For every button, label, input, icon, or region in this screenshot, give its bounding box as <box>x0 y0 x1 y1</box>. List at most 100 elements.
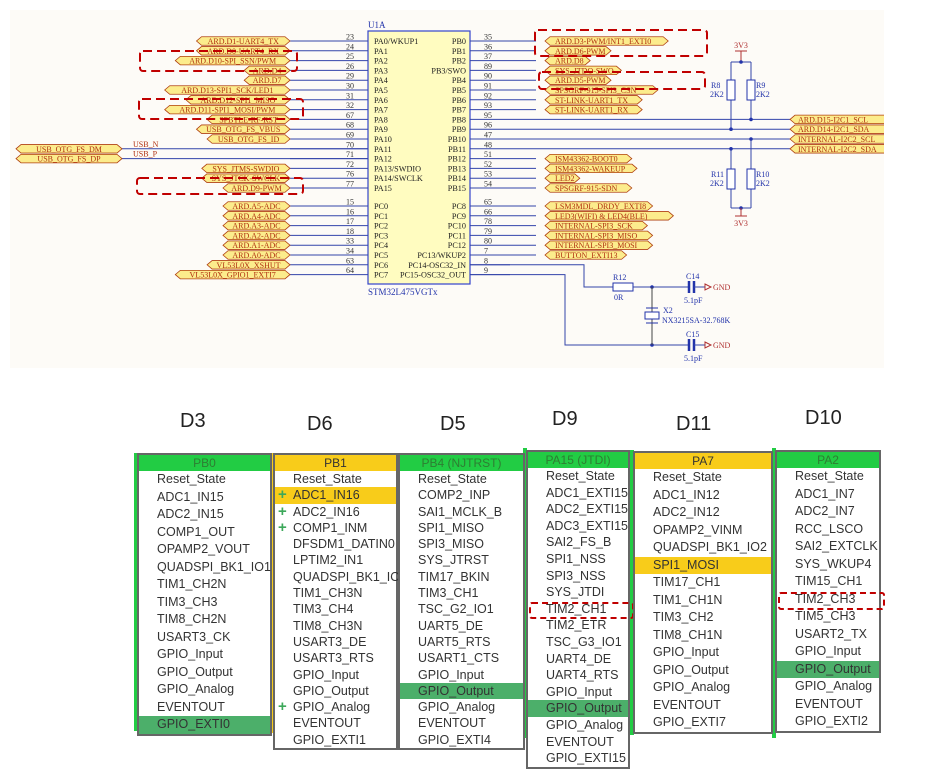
pin-function-option[interactable]: SYS_JTDI <box>528 584 628 601</box>
pin-function-option[interactable]: USART3_DE <box>275 634 396 650</box>
pin-function-option[interactable]: EVENTOUT <box>635 697 771 715</box>
pin-function-option[interactable]: TIM1_CH1N <box>635 592 771 610</box>
pin-function-option[interactable]: COMP2_INP <box>400 487 523 503</box>
pin-function-option[interactable]: LPTIM2_IN1 <box>275 552 396 568</box>
pin-function-option[interactable]: GPIO_EXTI1 <box>275 732 396 748</box>
pin-function-option[interactable]: EVENTOUT <box>528 734 628 751</box>
pin-function-option[interactable]: GPIO_Input <box>400 667 523 683</box>
pin-function-option[interactable]: TIM3_CH2 <box>635 609 771 627</box>
pin-function-option[interactable]: EVENTOUT <box>400 715 523 731</box>
pin-function-option[interactable]: USART1_CTS <box>400 650 523 666</box>
pin-function-option[interactable]: SYS_JTRST <box>400 552 523 568</box>
pin-function-option[interactable]: GPIO_EXTI7 <box>635 714 771 732</box>
pin-function-option[interactable]: GPIO_Output <box>635 662 771 680</box>
pin-function-option[interactable]: QUADSPI_BK1_IO0 <box>275 569 407 585</box>
pin-function-option[interactable]: Reset_State <box>400 471 523 487</box>
pin-function-option[interactable]: Reset_State <box>777 468 879 486</box>
pin-function-option[interactable]: TIM3_CH4 <box>275 601 396 617</box>
pin-function-option[interactable]: UART5_DE <box>400 618 523 634</box>
pin-function-option[interactable]: ADC1_IN12 <box>635 487 771 505</box>
pin-function-option[interactable]: GPIO_Output <box>528 700 628 717</box>
pin-function-option[interactable]: ADC2_IN7 <box>777 503 879 521</box>
pin-function-option[interactable]: GPIO_EXTI15 <box>528 750 628 767</box>
pin-function-option[interactable]: GPIO_Output <box>400 682 523 700</box>
pin-function-option[interactable]: ADC1_IN15 <box>139 489 270 507</box>
pin-function-option[interactable]: Reset_State <box>528 468 628 485</box>
pin-function-option[interactable]: EVENTOUT <box>275 715 396 731</box>
pin-function-option[interactable]: +ADC1_IN16 <box>275 486 396 504</box>
pin-function-option[interactable]: TIM8_CH1N <box>635 627 771 645</box>
pin-function-option[interactable]: GPIO_Output <box>275 683 396 699</box>
pin-function-option[interactable]: GPIO_Analog <box>528 717 628 734</box>
pin-function-option[interactable]: TIM5_CH3 <box>777 608 879 626</box>
pin-function-option[interactable]: QUADSPI_BK1_IO1 <box>139 559 271 577</box>
pin-function-option[interactable]: ADC1_EXTI15 <box>528 485 628 502</box>
pin-function-option[interactable]: USART2_TX <box>777 626 879 644</box>
pin-function-option[interactable]: SPI1_NSS <box>528 551 628 568</box>
pin-function-option[interactable]: Reset_State <box>139 471 270 489</box>
pin-function-option[interactable]: TIM3_CH3 <box>139 594 270 612</box>
pin-function-option[interactable]: OPAMP2_VOUT <box>139 541 270 559</box>
pin-function-option[interactable]: TIM1_CH2N <box>139 576 270 594</box>
pin-function-option[interactable]: SPI1_MOSI <box>635 556 771 574</box>
pin-function-option[interactable]: TSC_G2_IO1 <box>400 601 523 617</box>
pin-function-option[interactable]: GPIO_EXTI4 <box>400 732 523 748</box>
pin-function-option[interactable]: TIM8_CH2N <box>139 611 270 629</box>
pin-function-option[interactable]: SAI1_MCLK_B <box>400 504 523 520</box>
pin-function-option[interactable]: DFSDM1_DATIN0 <box>275 536 396 552</box>
pin-function-option[interactable]: TIM2_ETR <box>528 617 628 634</box>
pin-function-option[interactable]: GPIO_Analog <box>139 681 270 699</box>
pin-function-option[interactable]: ADC2_EXTI15 <box>528 501 628 518</box>
pin-function-option[interactable]: EVENTOUT <box>139 699 270 717</box>
pin-function-option[interactable]: SAI2_FS_B <box>528 534 628 551</box>
pin-function-option[interactable]: OPAMP2_VINM <box>635 522 771 540</box>
pin-function-option[interactable]: UART4_RTS <box>528 667 628 684</box>
pin-function-option[interactable]: GPIO_Input <box>528 684 628 701</box>
pin-function-option[interactable]: GPIO_EXTI0 <box>139 716 270 734</box>
pin-function-option[interactable]: Reset_State <box>275 471 396 487</box>
pin-function-option[interactable]: GPIO_Analog <box>400 699 523 715</box>
pin-function-option[interactable]: ADC2_IN15 <box>139 506 270 524</box>
pin-function-option[interactable]: GPIO_Analog <box>777 678 879 696</box>
pin-function-option[interactable]: TIM8_CH3N <box>275 618 396 634</box>
pin-function-option[interactable]: TIM17_CH1 <box>635 574 771 592</box>
pin-function-option[interactable]: TIM17_BKIN <box>400 569 523 585</box>
pin-function-option[interactable]: +COMP1_INM <box>275 519 396 536</box>
pin-function-option[interactable]: ADC1_IN7 <box>777 486 879 504</box>
pin-function-option[interactable]: GPIO_Input <box>139 646 270 664</box>
pin-function-option[interactable]: TIM3_CH1 <box>400 585 523 601</box>
pin-function-option[interactable]: EVENTOUT <box>777 696 879 714</box>
pin-function-option[interactable]: SAI2_EXTCLK <box>777 538 879 556</box>
pin-function-option[interactable]: SPI1_MISO <box>400 520 523 536</box>
pin-function-option[interactable]: SPI3_NSS <box>528 568 628 585</box>
pin-function-option[interactable]: +ADC2_IN16 <box>275 503 396 520</box>
pin-function-option[interactable]: GPIO_Input <box>635 644 771 662</box>
pin-function-option[interactable]: TIM2_CH3 <box>777 591 885 610</box>
pin-function-option[interactable]: SYS_WKUP4 <box>777 556 879 574</box>
pin-function-option[interactable]: TSC_G3_IO1 <box>528 634 628 651</box>
pin-function-option[interactable]: TIM1_CH3N <box>275 585 396 601</box>
pin-function-option[interactable]: QUADSPI_BK1_IO2 <box>635 539 771 557</box>
pin-function-option[interactable]: RCC_LSCO <box>777 521 879 539</box>
pin-function-option[interactable]: USART3_RTS <box>275 650 396 666</box>
pin-function-option[interactable]: +GPIO_Analog <box>275 698 396 715</box>
pin-function-option[interactable]: GPIO_Output <box>777 660 879 678</box>
pin-function-option[interactable]: COMP1_OUT <box>139 524 270 542</box>
pin-function-option[interactable]: SPI3_MISO <box>400 536 523 552</box>
pin-function-option[interactable]: UART4_DE <box>528 651 628 668</box>
pin-function-option[interactable]: UART5_RTS <box>400 634 523 650</box>
pin-function-option[interactable]: TIM15_CH1 <box>777 573 879 591</box>
pin-function-option[interactable]: GPIO_Output <box>139 664 270 682</box>
pin-function-option[interactable]: GPIO_EXTI2 <box>777 713 879 731</box>
pin-function-option[interactable]: GPIO_Input <box>275 667 396 683</box>
pin-function-option[interactable]: USART3_CK <box>139 629 270 647</box>
pin-function-option[interactable]: Reset_State <box>635 469 771 487</box>
pin-function-option[interactable]: TIM2_CH1 <box>528 601 634 620</box>
pin-function-option[interactable]: ADC3_EXTI15 <box>528 518 628 535</box>
pin-function-option[interactable]: ADC2_IN12 <box>635 504 771 522</box>
